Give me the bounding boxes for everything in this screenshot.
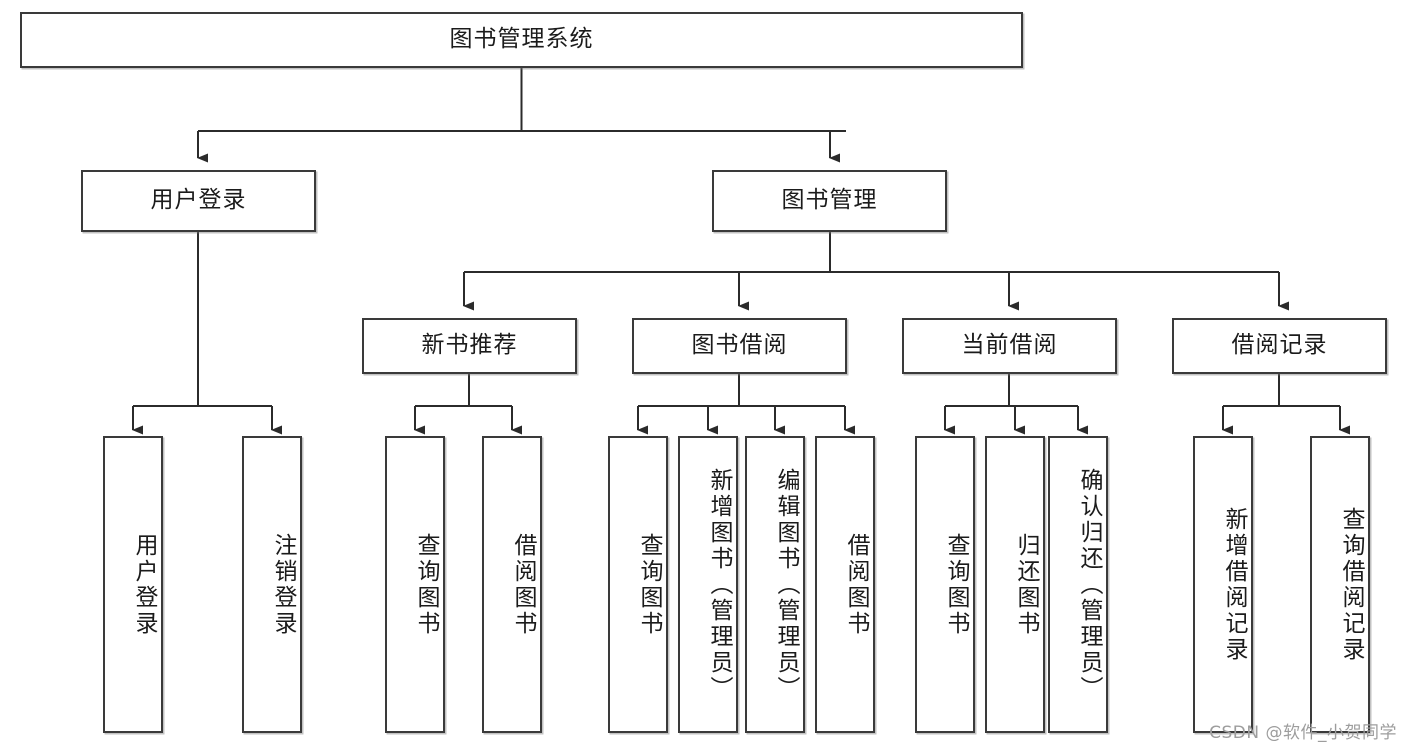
leaf-record-add-borrow-record[interactable]: 新增借阅记录: [1193, 436, 1253, 733]
node-label: 借阅图书: [510, 532, 536, 637]
node-root-book-management-system[interactable]: 图书管理系统: [20, 12, 1023, 68]
node-book-borrow[interactable]: 图书借阅: [632, 318, 847, 374]
leaf-current-confirm-return-admin[interactable]: 确认归还（管理员）: [1048, 436, 1108, 733]
leaf-user-login[interactable]: 用户登录: [103, 436, 163, 733]
node-label: 图书管理: [781, 187, 878, 214]
node-label: 新增借阅记录: [1221, 506, 1247, 663]
node-current-borrow[interactable]: 当前借阅: [902, 318, 1117, 374]
node-borrow-record[interactable]: 借阅记录: [1172, 318, 1387, 374]
leaf-current-query-book[interactable]: 查询图书: [915, 436, 975, 733]
node-label: 注销登录: [270, 532, 296, 637]
leaf-borrow-query-book[interactable]: 查询图书: [608, 436, 668, 733]
leaf-borrow-add-book-admin[interactable]: 新增图书（管理员）: [678, 436, 738, 733]
node-label: 编辑图书（管理员）: [773, 467, 799, 702]
leaf-recommend-query-book[interactable]: 查询图书: [385, 436, 445, 733]
node-label: 新书推荐: [421, 332, 518, 359]
node-label: 查询借阅记录: [1338, 506, 1364, 663]
leaf-record-query-borrow-record[interactable]: 查询借阅记录: [1310, 436, 1370, 733]
node-label: 借阅记录: [1231, 332, 1328, 359]
node-label: 查询图书: [636, 532, 662, 637]
leaf-recommend-borrow-book[interactable]: 借阅图书: [482, 436, 542, 733]
node-label: 用户登录: [131, 532, 157, 637]
node-label: 当前借阅: [961, 332, 1058, 359]
leaf-current-return-book[interactable]: 归还图书: [985, 436, 1045, 733]
node-user-login[interactable]: 用户登录: [81, 170, 316, 232]
node-label: 图书管理系统: [449, 26, 594, 53]
leaf-borrow-borrow-book[interactable]: 借阅图书: [815, 436, 875, 733]
node-label: 归还图书: [1013, 532, 1039, 637]
node-book-management[interactable]: 图书管理: [712, 170, 947, 232]
node-label: 新增图书（管理员）: [706, 467, 732, 702]
node-label: 查询图书: [943, 532, 969, 637]
node-label: 借阅图书: [843, 532, 869, 637]
node-label: 确认归还（管理员）: [1076, 467, 1102, 702]
node-new-book-recommend[interactable]: 新书推荐: [362, 318, 577, 374]
node-label: 用户登录: [150, 187, 247, 214]
node-label: 查询图书: [413, 532, 439, 637]
watermark-text: CSDN @软件_小贺同学: [1209, 723, 1397, 743]
leaf-user-logout[interactable]: 注销登录: [242, 436, 302, 733]
leaf-borrow-edit-book-admin[interactable]: 编辑图书（管理员）: [745, 436, 805, 733]
node-label: 图书借阅: [691, 332, 788, 359]
